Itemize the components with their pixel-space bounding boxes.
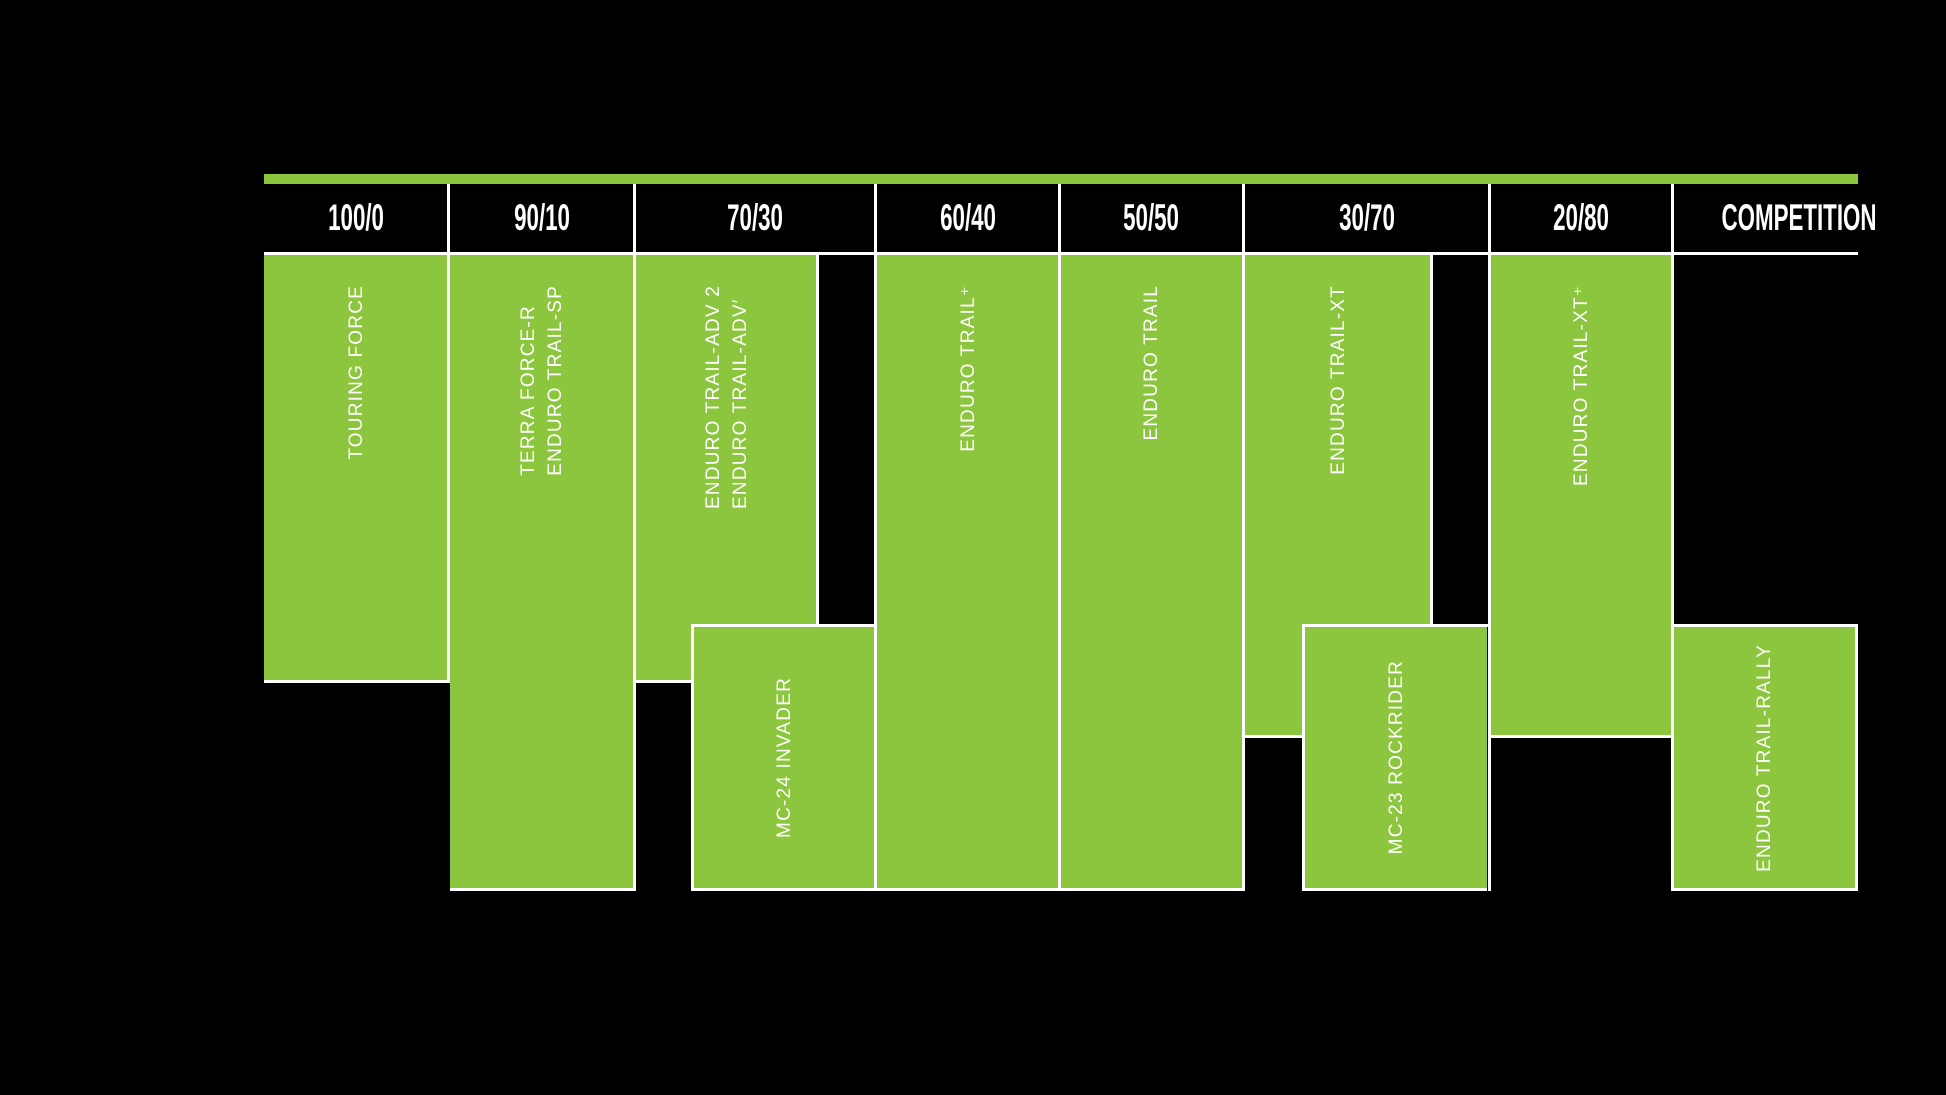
block-label: ENDURO TRAIL-XT <box>1325 285 1352 475</box>
block-label: TERRA FORCE-R ENDURO TRAIL-SP <box>515 285 569 476</box>
block-label: TOURING FORCE <box>343 285 370 460</box>
block-label: MC-23 ROCKRIDER <box>1383 660 1410 854</box>
column-header-30-70: 30/70 <box>1245 184 1489 252</box>
block-touring-force: TOURING FORCE <box>264 255 448 680</box>
block-label-line: TOURING FORCE <box>345 285 367 460</box>
column-header-competition: COMPETITION <box>1674 184 1877 252</box>
column-header-label: 70/30 <box>727 196 784 239</box>
column-header-label: 50/50 <box>1123 196 1180 239</box>
column-header-label: 90/10 <box>514 196 570 239</box>
column-header-60-40: 60/40 <box>877 184 1059 252</box>
divider-horizontal <box>450 888 634 891</box>
divider-vertical <box>1058 184 1061 891</box>
divider-vertical <box>447 184 450 683</box>
column-header-70-30: 70/30 <box>636 184 875 252</box>
divider-horizontal <box>264 252 1858 255</box>
block-enduro-trail: ENDURO TRAIL <box>1061 255 1242 888</box>
block-label: ENDURO TRAIL <box>1138 285 1165 441</box>
block-label-line: ENDURO TRAIL-XT <box>1327 285 1349 475</box>
column-header-label: 100/0 <box>328 196 384 239</box>
block-label-line: MC-24 INVADER <box>774 677 795 838</box>
block-label-line: ENDURO TRAIL <box>1141 285 1162 441</box>
block-label-line: ENDURO TRAIL-ADV 2 <box>702 285 724 509</box>
block-label-line: ENDURO TRAIL-RALLY <box>1754 643 1775 872</box>
divider-horizontal <box>1491 735 1671 738</box>
divider-vertical <box>1855 624 1858 891</box>
block-mc-24-invader: MC-24 INVADER <box>694 627 875 888</box>
column-header-label: 60/40 <box>940 196 996 239</box>
divider-vertical <box>1671 184 1674 891</box>
divider-vertical <box>1302 624 1305 891</box>
block-enduro-trail-adv: ENDURO TRAIL-ADV 2 ENDURO TRAIL-ADV′ <box>636 255 817 627</box>
block-label: MC-24 INVADER <box>771 677 798 838</box>
divider-vertical <box>1242 184 1245 891</box>
block-label: ENDURO TRAIL-XT⁺ <box>1568 285 1595 486</box>
divider-horizontal <box>1674 888 1855 891</box>
divider-horizontal <box>264 680 448 683</box>
column-header-90-10: 90/10 <box>450 184 634 252</box>
column-header-label: COMPETITION <box>1721 196 1877 239</box>
divider-vertical <box>691 624 694 891</box>
top-accent-bar <box>264 174 1858 184</box>
divider-horizontal <box>1673 624 1855 627</box>
block-label-line: ENDURO TRAIL-SP <box>545 285 566 476</box>
block-enduro-trail-xt: ENDURO TRAIL-XT <box>1245 255 1431 627</box>
column-header-label: 30/70 <box>1339 196 1395 239</box>
block-label-line: TERRA FORCE-R <box>518 305 539 476</box>
divider-horizontal <box>1245 735 1303 738</box>
column-header-100-0: 100/0 <box>264 184 448 252</box>
divider-horizontal <box>1305 888 1487 891</box>
divider-vertical <box>874 184 877 891</box>
block-terra-force-r: TERRA FORCE-R ENDURO TRAIL-SP <box>450 255 634 888</box>
column-header-label: 20/80 <box>1553 196 1609 239</box>
block-label-line: ENDURO TRAIL-ADV′ <box>729 298 751 509</box>
block-label-line: ENDURO TRAIL⁺ <box>957 285 979 452</box>
block-mc-23-rockrider: MC-23 ROCKRIDER <box>1305 627 1487 888</box>
block-label-line: ENDURO TRAIL-XT⁺ <box>1570 285 1592 486</box>
block-enduro-trail-xt-plus: ENDURO TRAIL-XT⁺ <box>1491 255 1671 735</box>
block-enduro-trail-plus: ENDURO TRAIL⁺ <box>877 255 1059 888</box>
divider-vertical <box>1430 255 1433 627</box>
block-enduro-trail-rally: ENDURO TRAIL-RALLY <box>1674 627 1855 888</box>
block-label: ENDURO TRAIL-ADV 2 ENDURO TRAIL-ADV′ <box>700 285 754 509</box>
divider-horizontal <box>694 888 1242 891</box>
divider-vertical <box>816 255 819 627</box>
column-header-20-80: 20/80 <box>1491 184 1671 252</box>
divider-vertical <box>633 184 636 891</box>
column-header-50-50: 50/50 <box>1061 184 1242 252</box>
divider-horizontal <box>636 680 692 683</box>
divider-horizontal <box>1303 624 1489 627</box>
divider-vertical <box>1488 184 1491 891</box>
block-label: ENDURO TRAIL⁺ <box>955 285 982 452</box>
block-label-line: MC-23 ROCKRIDER <box>1385 660 1407 855</box>
divider-horizontal <box>692 624 875 627</box>
block-label: ENDURO TRAIL-RALLY <box>1751 644 1778 872</box>
